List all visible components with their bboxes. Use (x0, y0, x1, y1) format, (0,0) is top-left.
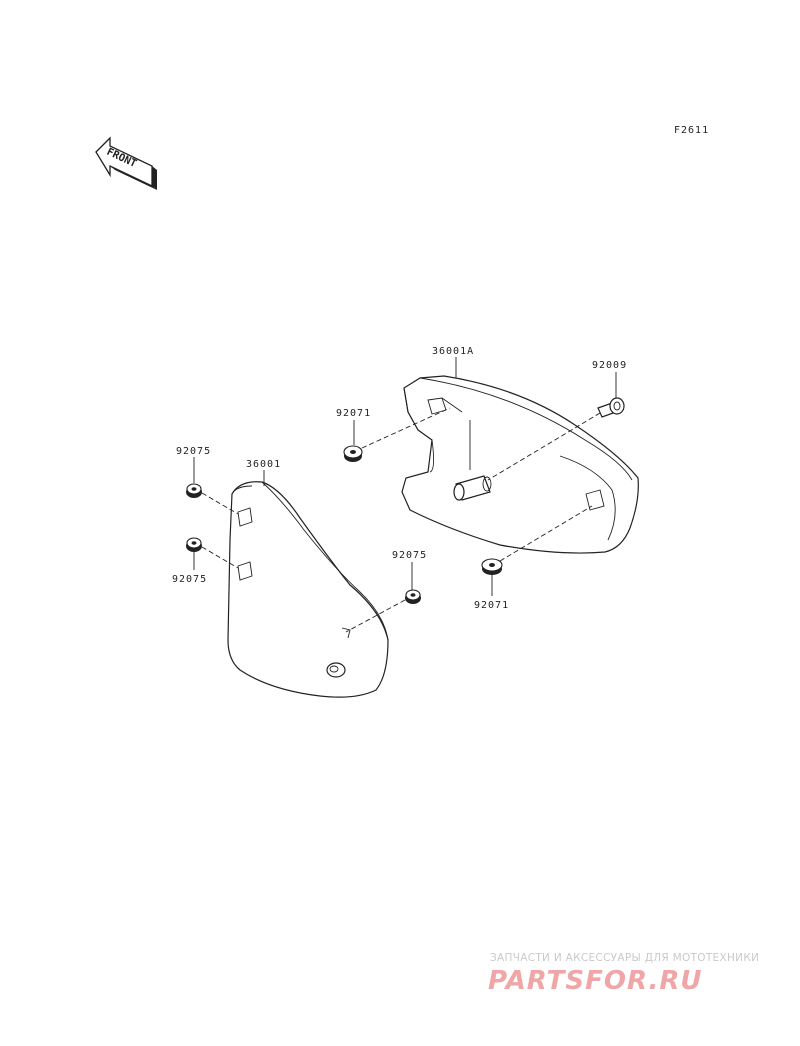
damper-left-top-icon (186, 483, 202, 498)
figure-code: F2611 (674, 125, 709, 136)
watermark-logo: PARTSFOR.RU (488, 966, 703, 996)
assembly-lines (201, 407, 601, 633)
label-bolt: 92009 (592, 360, 627, 371)
label-grommet-upper: 92071 (336, 408, 371, 419)
label-grommet-lower: 92071 (474, 600, 509, 611)
side-cover-right (401, 375, 639, 554)
label-cover-left: 36001 (246, 459, 281, 470)
front-arrow-icon: FRONT (95, 136, 157, 190)
label-damper-center: 92075 (392, 550, 427, 561)
damper-center-icon (405, 589, 421, 604)
label-damper-left-bottom: 92075 (172, 574, 207, 585)
watermark-tagline: ЗАПЧАСТИ И АКСЕССУАРЫ ДЛЯ МОТОТЕХНИКИ (490, 952, 760, 964)
label-cover-right: 36001A (432, 346, 474, 357)
leader-lines (193, 357, 617, 596)
damper-left-bottom-icon (186, 537, 202, 552)
side-cover-left (227, 481, 389, 698)
bolt-icon (597, 397, 625, 418)
grommet-lower-icon (481, 558, 503, 575)
label-damper-left-top: 92075 (176, 446, 211, 457)
grommet-upper-icon (343, 445, 363, 462)
